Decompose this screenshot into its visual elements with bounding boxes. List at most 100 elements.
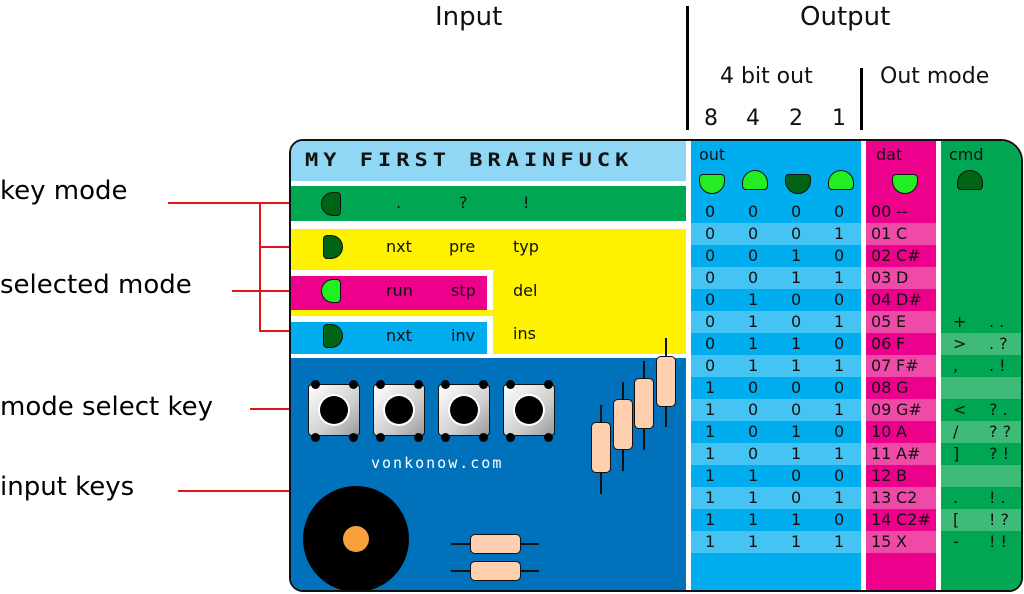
buzzer-center [343,526,369,552]
led-out-2 [785,174,811,194]
dat-row-stripe [866,377,936,399]
bit-cell: 0 [748,400,759,419]
bit-cell: 0 [834,334,845,353]
mode-row-pink: run stp [291,270,493,310]
dat-row-stripe [866,355,936,377]
mode-label: ! [523,193,530,212]
resistor-icon [634,378,654,429]
bit-cell: 1 [834,400,845,419]
bit-cell: 1 [834,312,845,331]
cmd-row-stripe [941,465,1021,487]
key-cap-icon [385,396,413,424]
annotation-mode-select-key: mode select key [0,392,214,422]
bit-cell: 1 [748,356,759,375]
separator [936,141,941,590]
bit-cell: 1 [791,422,802,441]
out-row-stripe [691,509,861,531]
bit-cell: 0 [705,356,716,375]
bit-cell: 0 [705,268,716,287]
led-cmd [957,170,983,190]
dat-index-cell: 06 [871,334,892,353]
bit-cell: 0 [791,312,802,331]
out-row-stripe [691,289,861,311]
bit-cell: 0 [834,290,845,309]
key-cap-icon [515,396,543,424]
bit-cell: 1 [705,378,716,397]
cmd-keys-cell: . ? [989,334,1008,353]
out-row-stripe [691,267,861,289]
out-row-stripe [691,399,861,421]
bit-cell: 0 [791,400,802,419]
dat-index-cell: 13 [871,488,892,507]
dat-index-cell: 11 [871,444,892,463]
resistor-icon [613,399,633,450]
dat-index-cell: 05 [871,312,892,331]
bit-cell: 0 [705,334,716,353]
bit-cell: 0 [748,224,759,243]
bit-cell: 0 [791,224,802,243]
mode-label: ? [459,193,468,212]
mode-label: pre [449,237,476,256]
separator [861,141,866,590]
bit-cell: 0 [791,202,802,221]
board: MY FIRST BRAINFUCK . ? ! nxt pre typ del… [289,139,1023,592]
cmd-label: cmd [949,145,984,164]
bit-cell: 1 [705,532,716,551]
input-header: Input [435,2,503,32]
cmd-symbol-cell: + [953,312,967,331]
bit-cell: 0 [705,224,716,243]
out-row-stripe [691,531,861,553]
cmd-keys-cell: . . [989,312,1005,331]
key-cap-icon [450,396,478,424]
key-cap-icon [320,396,348,424]
cmd-row-stripe [941,509,1021,531]
bit-cell: 0 [748,422,759,441]
annotation-key-mode: key mode [0,176,128,206]
bit-cell: 1 [791,334,802,353]
dat-index-cell: 08 [871,378,892,397]
dat-row-stripe [866,223,936,245]
resistor-icon [591,422,611,473]
bit-cell: 0 [834,246,845,265]
resistor-icon [470,561,521,581]
note-cell: D# [896,290,922,309]
input-key-2[interactable] [438,380,490,442]
bit-cell: 1 [748,312,759,331]
dat-label: dat [876,145,903,164]
leader-bracket-vertical [259,202,261,330]
cmd-symbol-cell: < [953,400,967,419]
mode-select-key[interactable] [308,380,360,442]
out-row-stripe [691,201,861,223]
note-cell: B [896,466,907,485]
bit-cell: 0 [748,378,759,397]
bit-weight-4: 4 [746,106,760,131]
note-cell: C# [896,246,921,265]
bit-cell: 1 [791,510,802,529]
cmd-row-stripe [941,399,1021,421]
dat-index-cell: 03 [871,268,892,287]
dat-index-cell: 15 [871,532,892,551]
bit-cell: 0 [834,510,845,529]
cmd-row-stripe [941,487,1021,509]
led-blue-mode [323,324,343,348]
bit-cell: 1 [705,400,716,419]
cmd-keys-cell: ? . [989,400,1008,419]
cmd-symbol-cell: - [953,532,959,551]
dat-row-stripe [866,311,936,333]
led-pink-mode [321,279,341,303]
bit-cell: 1 [748,466,759,485]
cmd-symbol-cell: [ [953,510,960,529]
note-cell: F [896,334,906,353]
input-key-3[interactable] [503,380,555,442]
dat-index-cell: 10 [871,422,892,441]
bit-cell: 0 [791,488,802,507]
bit-cell: 0 [748,268,759,287]
input-output-divider [686,6,689,130]
bit-cell: 1 [705,422,716,441]
dat-row-stripe [866,531,936,553]
mode-row-blue: nxt inv [291,316,493,354]
bit-cell: 1 [705,444,716,463]
mode-label: stp [451,281,476,300]
input-key-1[interactable] [373,380,425,442]
bit-cell: 0 [705,290,716,309]
